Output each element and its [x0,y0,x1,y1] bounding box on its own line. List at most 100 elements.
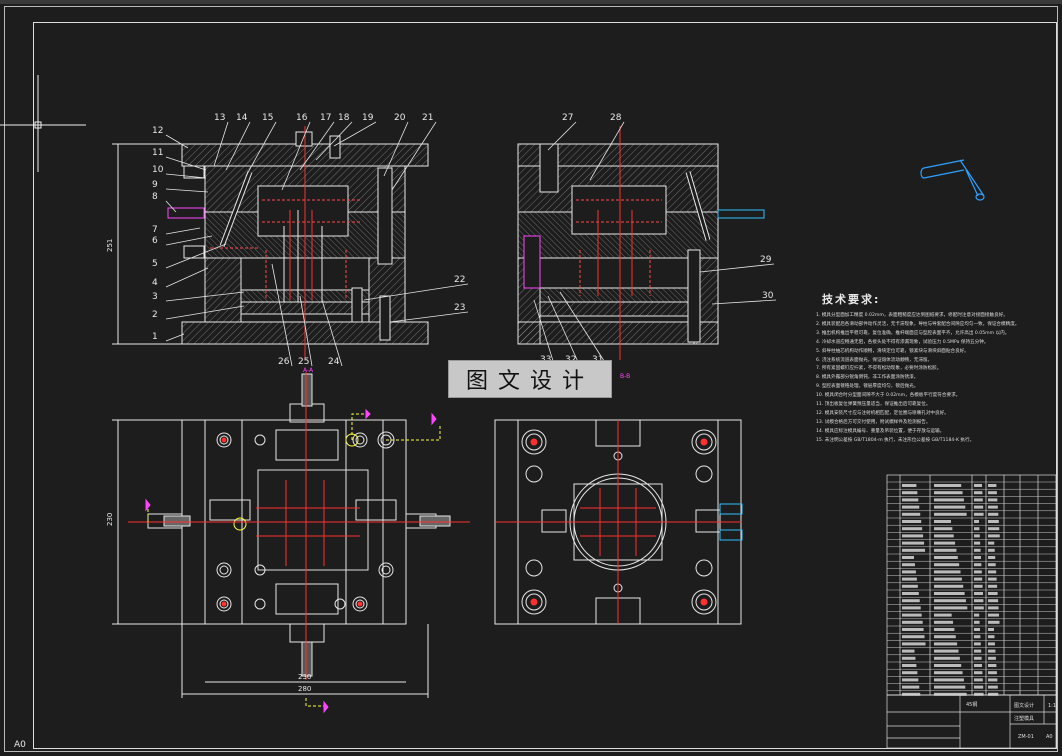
section-view-left[interactable] [112,126,429,360]
title-drawing-no: ZM-01 [1018,734,1034,740]
section-left-leaders [165,121,469,367]
bom-cell-text [988,685,998,689]
bom-cell-text [974,505,984,509]
bom-cell-text [902,664,917,667]
part-number-label: 21 [422,113,433,123]
bom-cell-text [988,498,998,502]
bom-cell-text [934,584,964,588]
bom-cell-text [974,556,981,559]
bom-cell-text [902,656,916,660]
section-view-right[interactable] [517,126,765,360]
tech-requirement-line: 4. 冷却水道应畅通无阻，各接头处不得有渗漏现象，试验压力 0.5MPa 保持五… [816,339,989,345]
part-number-label: 28 [610,113,622,123]
bom-cell-text [988,592,998,595]
bom-cell-text [902,613,922,617]
bom-cell-text [902,498,919,502]
part-number-label: 22 [454,275,465,285]
tech-requirement-line: 2. 模具装配后各滑动部件动作灵活，无卡滞现象，导柱与导套配合间隙应均匀一致，保… [816,321,1020,327]
bom-cell-text [974,548,981,552]
bom-cell-text [934,620,954,624]
bom-cell-text [988,656,996,660]
bom-cell-text [974,656,982,660]
leader-line [165,200,177,213]
bom-cell-text [902,505,920,509]
bom-cell-text [902,563,915,567]
bom-cell-text [934,599,966,603]
bom-cell-text [934,570,961,574]
tech-requirement-line: 13. 试模合格后方可交付使用，附试模样件及检测报告。 [816,419,931,425]
leader-line [165,188,209,193]
bom-cell-text [988,692,999,696]
tech-requirements: 技术要求: 1. 模具分型面加工精度 0.02mm，表面粗糙度应达到图纸要求，修… [816,291,1062,446]
part-number-label: 12 [152,126,163,136]
bom-cell-text [934,656,960,660]
bom-cell-text [934,678,964,682]
bom-cell-text [974,592,983,595]
bom-cell-text [974,541,981,545]
bom-cell-text [974,563,982,567]
part-number-label: 10 [152,165,164,175]
bom-cell-text [902,570,916,574]
bom-cell-text [902,556,914,559]
part-number-label: 4 [152,278,158,288]
tech-requirement-line: 14. 模具应标注模具编号、重量及吊装位置，便于存放与运输。 [816,428,945,434]
bom-cell-text [902,541,925,545]
bom-cell-text [988,505,998,509]
leader-line [547,295,580,365]
leader-line [589,121,625,181]
bom-cell-text [974,635,981,639]
part-number-label: 30 [762,291,774,301]
title-name: 注塑模具 [1014,715,1034,722]
tech-requirement-line: 9. 型腔表面镀铬处理，镀层厚度均匀，镀后抛光。 [816,384,919,390]
dimension-height-section: 251 [106,239,114,252]
bom-cell-text [934,692,967,696]
title-material: 45钢 [966,701,977,708]
bom-cell-text [934,592,965,595]
leader-line [391,121,437,191]
bom-cell-text [902,548,926,552]
part-number-label: 25 [298,357,309,367]
bom-cell-text [934,563,960,567]
bom-table[interactable] [886,474,1057,749]
leader-line [213,121,229,167]
bom-cell-text [902,534,924,538]
bom-cell-text [974,527,980,531]
bom-cell-text [934,534,954,538]
leader-line [299,121,335,171]
bom-cell-text [934,498,964,502]
leader-line [533,299,555,365]
bom-cell-text [902,642,926,646]
leader-line [271,263,293,367]
part-number-label: 19 [362,113,374,123]
bom-cell-text [988,628,994,631]
leader-line [699,263,775,273]
leader-line [315,121,353,161]
bom-cell-text [974,570,982,574]
bom-cell-text [934,541,956,545]
tech-requirement-line: 7. 所有紧固螺钉应拧紧，不得有松动现象，必要时涂防松胶。 [816,366,942,372]
tech-requirements-list: 1. 模具分型面加工精度 0.02mm，表面粗糙度应达到图纸要求，修配时注意对接… [816,312,1062,446]
bom-cell-text [974,484,982,487]
leader-line [165,291,245,302]
bom-cell-text [934,527,953,531]
plan-view-left[interactable] [112,372,470,707]
inner-frame [33,22,1057,749]
bom-cell-text [974,613,980,617]
bom-cell-text [988,599,999,603]
bom-cell-text [934,664,962,667]
window-top-bar [0,0,1062,4]
part-number-label: 1 [152,332,158,342]
part-number-label: 14 [236,113,248,123]
bom-cell-text [902,599,920,603]
bom-cell-text [988,613,1000,617]
bom-cell-text [974,534,980,538]
bom-cell-text [934,635,956,639]
bom-cell-text [988,577,997,581]
bom-cell-text [902,685,920,689]
leader-line [165,173,207,179]
bom-cell-text [934,491,963,495]
part-number-label: 18 [338,113,350,123]
plan-view-right[interactable] [494,419,743,625]
